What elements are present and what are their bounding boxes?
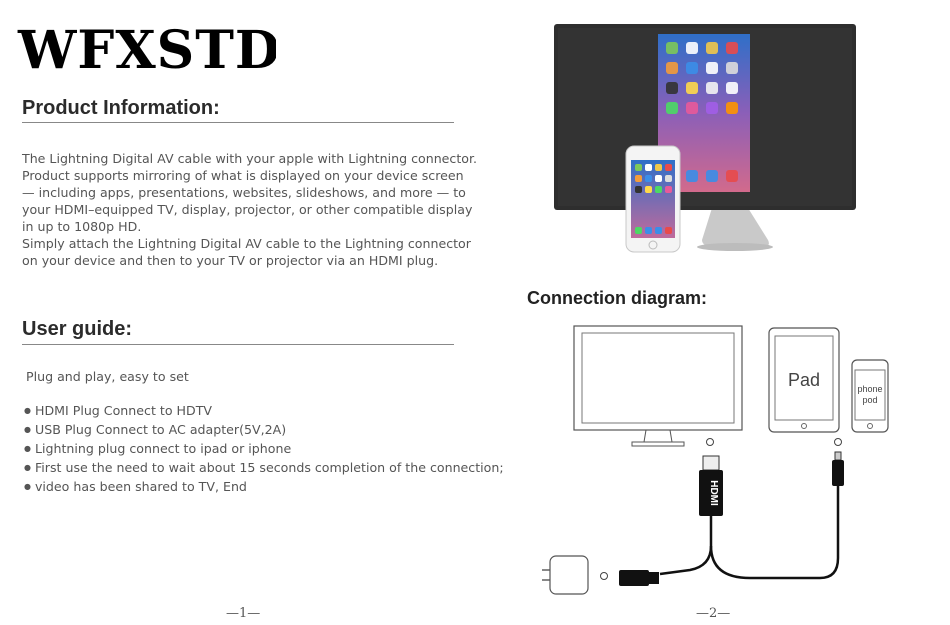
paragraph-line: in up to 1080p HD. (22, 219, 142, 234)
product-info-heading: Product Information: (22, 97, 220, 119)
hdmi-plug-icon (699, 455, 723, 516)
page-number-right: —2— (696, 606, 731, 621)
section-divider (22, 344, 454, 345)
list-item: Lightning plug connect to ipad or iphone (24, 440, 504, 459)
lightning-plug-icon (832, 451, 844, 486)
list-item: HDMI Plug Connect to HDTV (24, 402, 504, 421)
hdmi-label: HDMI (708, 480, 719, 506)
brand-logo: WFXSTD (16, 18, 280, 81)
user-guide-intro: Plug and play, easy to set (26, 369, 189, 384)
brand-logo-art: WFXSTD (17, 20, 280, 81)
usb-plug-icon (619, 570, 659, 586)
paragraph-line: The Lightning Digital AV cable with your… (22, 151, 478, 166)
phone-label-1: phone (857, 384, 882, 394)
pad-label: Pad (788, 370, 820, 390)
paragraph-line: Simply attach the Lightning Digital AV c… (22, 236, 471, 251)
monitor-icon (554, 24, 856, 253)
list-item: video has been shared to TV, End (24, 478, 504, 497)
page-number-left: —1— (226, 606, 261, 621)
user-guide-heading: User guide: (22, 318, 133, 340)
svg-text:WFXSTD: WFXSTD (17, 20, 276, 78)
phone-label-2: pod (862, 395, 877, 405)
ipad-icon (768, 327, 840, 433)
section-divider (22, 122, 454, 123)
power-adapter-icon (542, 555, 589, 595)
paragraph-line: — including apps, presentations, website… (22, 185, 466, 200)
paragraph-line: your HDMI–equipped TV, display, projecto… (22, 202, 473, 217)
connection-diagram-art: Pad phone pod HDMI (542, 325, 889, 595)
iphone-icon (851, 359, 889, 433)
list-item: USB Plug Connect to AC adapter(5V,2A) (24, 421, 504, 440)
paragraph-line: on your device and then to your TV or pr… (22, 253, 439, 268)
product-info-paragraph: The Lightning Digital AV cable with your… (22, 150, 477, 269)
tv-icon (573, 325, 743, 447)
paragraph-line: Product supports mirroring of what is di… (22, 168, 464, 183)
user-guide-list: HDMI Plug Connect to HDTV USB Plug Conne… (24, 402, 504, 497)
product-photo (552, 22, 858, 254)
connection-diagram-heading: Connection diagram: (527, 288, 708, 308)
list-item: First use the need to wait about 15 seco… (24, 459, 504, 478)
connection-diagram: Pad phone pod HDMI (520, 318, 940, 608)
